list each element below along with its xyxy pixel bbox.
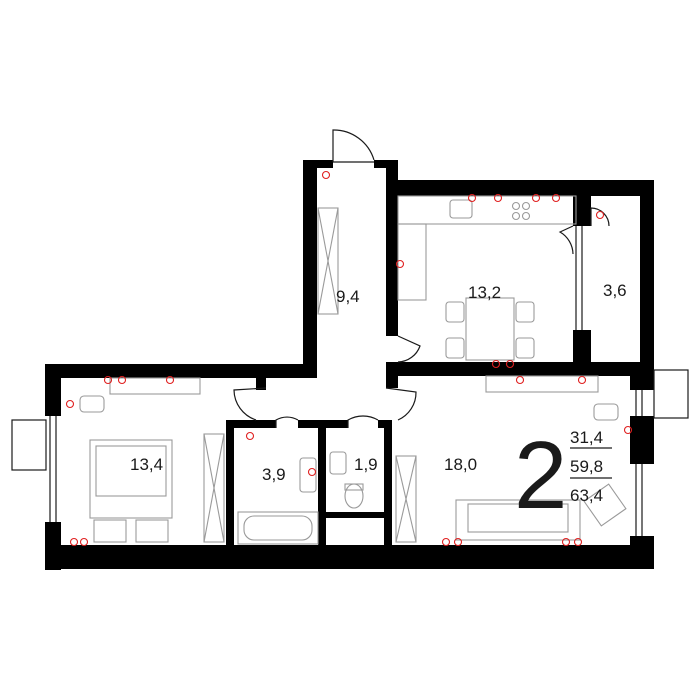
apartment-summary: 2 31,4 59,8 63,4 — [514, 422, 612, 529]
area-living: 18,0 — [444, 455, 477, 474]
room-areas: 9,4 13,2 3,6 13,4 3,9 1,9 18,0 — [130, 281, 627, 484]
windows — [11, 161, 689, 536]
rooms-count: 2 — [514, 422, 567, 529]
area-kitchen: 13,2 — [468, 283, 501, 302]
doors — [233, 129, 610, 428]
area-bathroom: 3,9 — [262, 465, 286, 484]
area-bedroom: 13,4 — [130, 455, 163, 474]
area-balcony: 3,6 — [603, 281, 627, 300]
living-area: 31,4 — [570, 428, 603, 447]
furniture — [79, 195, 627, 545]
area-wc: 1,9 — [354, 455, 378, 474]
area-hall: 9,4 — [336, 287, 360, 306]
outlets — [65, 170, 633, 547]
total-area-with-balcony: 63,4 — [570, 486, 603, 505]
total-area: 59,8 — [570, 457, 603, 476]
walls — [45, 160, 654, 570]
